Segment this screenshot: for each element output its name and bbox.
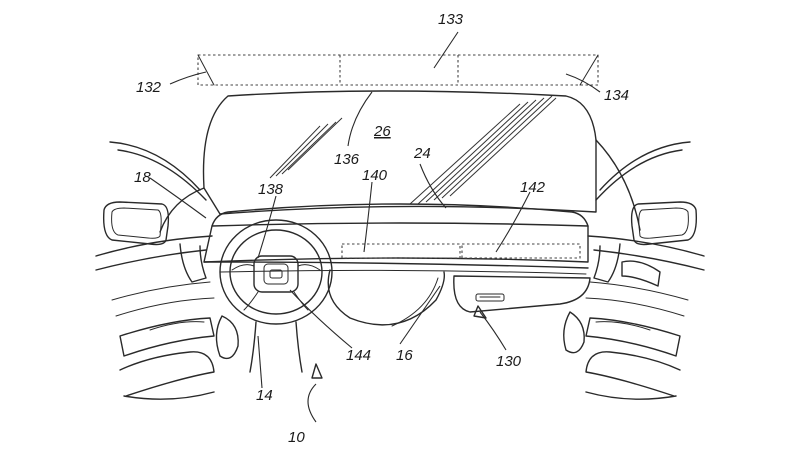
- dashboard-top: [211, 203, 589, 227]
- ref-132: 132: [136, 79, 162, 96]
- leader-lines: [149, 31, 601, 423]
- ref-142: 142: [520, 179, 546, 196]
- ref-18: 18: [134, 169, 151, 186]
- panel-display-zones: [341, 243, 581, 259]
- ref-14: 14: [256, 387, 273, 404]
- ref-16: 16: [396, 347, 413, 364]
- ref-26: 26: [373, 123, 391, 140]
- ref-133: 133: [438, 11, 464, 28]
- left-side-mirror: [102, 201, 170, 246]
- ref-140: 140: [362, 167, 388, 184]
- windshield-reflection-hatch: [269, 95, 557, 205]
- panel-trim-line: [219, 269, 587, 275]
- panel-lower-edge: [203, 261, 589, 269]
- a-pillars: [109, 139, 691, 233]
- windshield: [202, 90, 597, 215]
- instrument-panel: [203, 225, 589, 263]
- glove-box: [453, 275, 591, 313]
- hud-display-zones: [197, 54, 599, 86]
- ref-138: 138: [258, 181, 284, 198]
- ref-134: 134: [604, 87, 629, 104]
- right-door: [563, 235, 705, 400]
- ref-136: 136: [334, 151, 360, 168]
- ref-10: 10: [288, 429, 305, 446]
- console-contour: [391, 277, 439, 327]
- ref-130: 130: [496, 353, 522, 370]
- ref-144: 144: [346, 347, 371, 364]
- assembly-arrow: [311, 305, 487, 379]
- right-side-mirror: [630, 201, 698, 246]
- ref-24: 24: [413, 145, 431, 162]
- left-door: [95, 235, 239, 400]
- center-console: [327, 269, 446, 326]
